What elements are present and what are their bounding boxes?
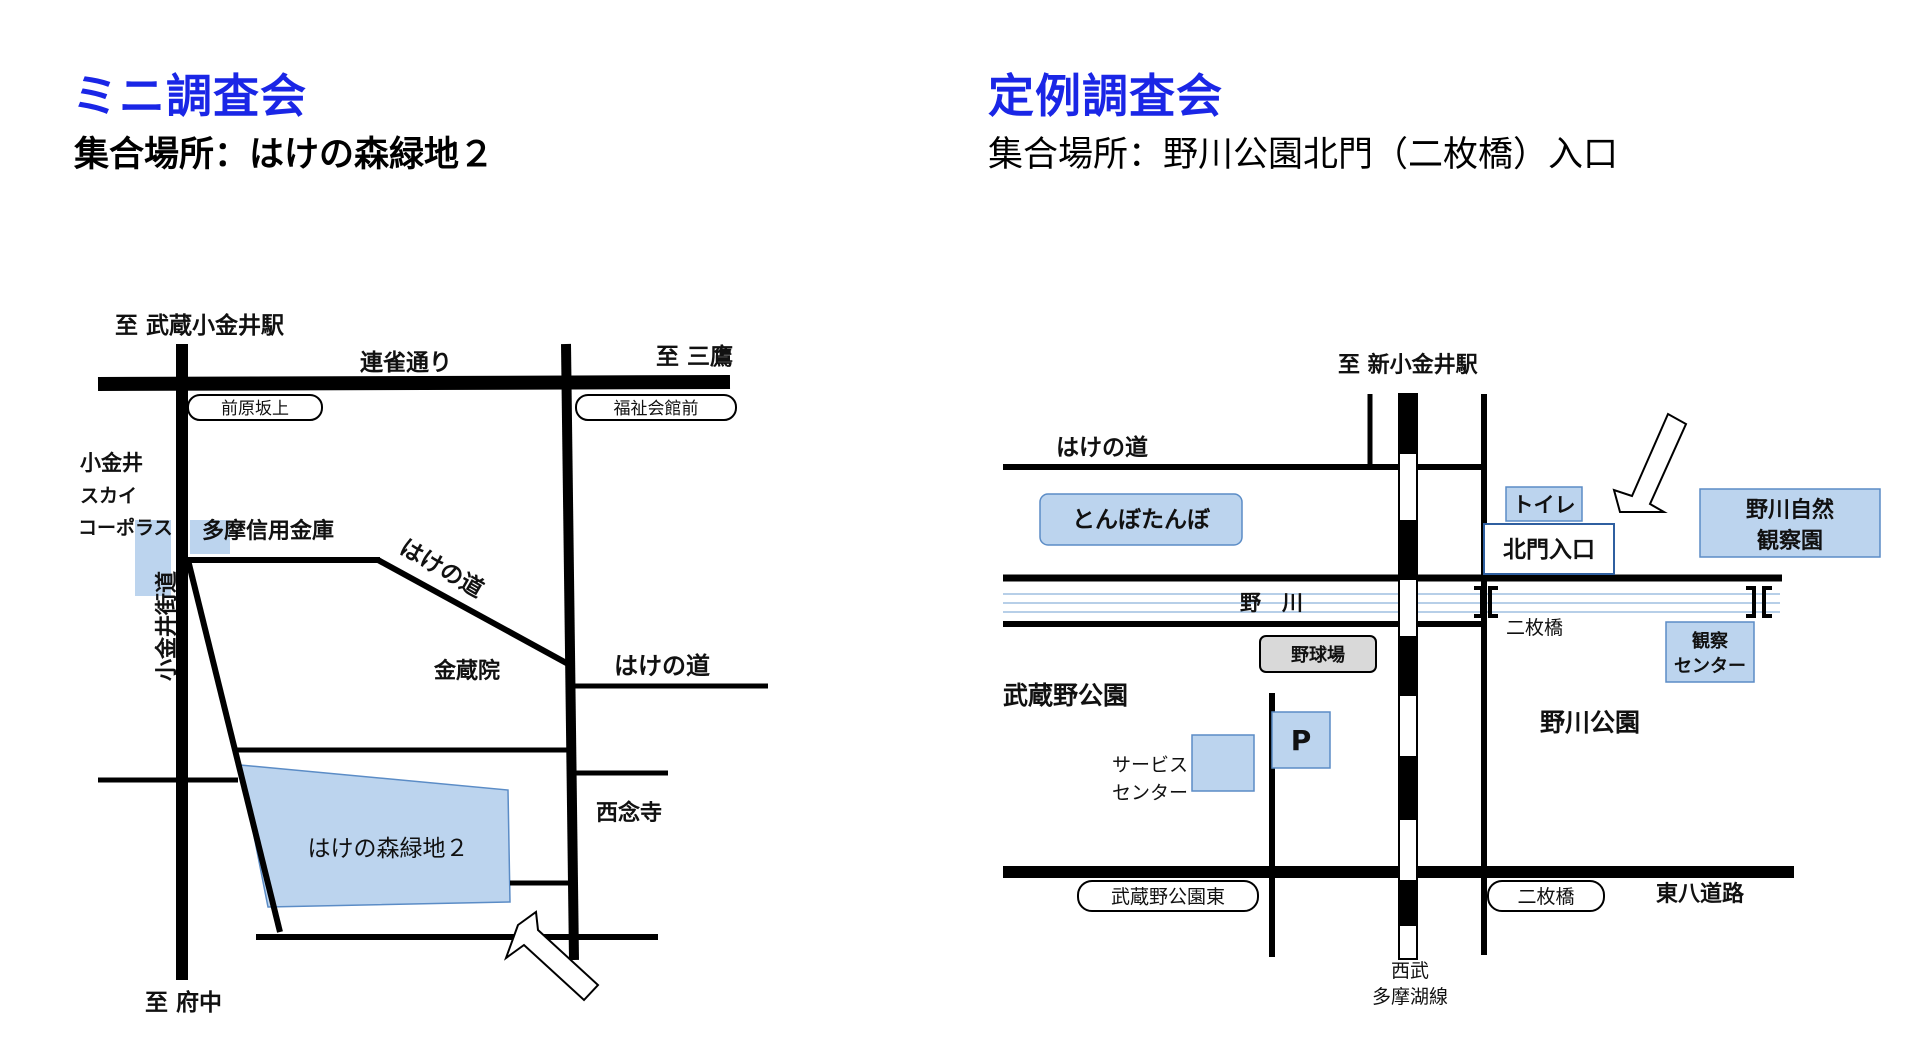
kansatsu-center-box[interactable] (1665, 621, 1755, 683)
hake-right-label: はけの道 (614, 652, 710, 680)
hake-diagonal-road (376, 557, 572, 668)
left-subtitle: 集合場所：はけの森緑地２ (74, 135, 495, 175)
koganei-sky-label-1: 小金井 (80, 451, 143, 475)
parking-label: P (1291, 724, 1312, 757)
parking-box[interactable] (1271, 711, 1331, 769)
nimaibashi-stop-label: 二枚橋 (1517, 886, 1574, 908)
shizen-label-2: 観察園 (1757, 528, 1823, 554)
renjaku-road (97, 375, 731, 391)
kitamon-box[interactable] (1483, 523, 1615, 575)
musashino-east-stop-label: 武蔵野公園東 (1111, 886, 1225, 908)
hake-green-label: はけの森緑地２ (308, 836, 469, 862)
musashino-park-label: 武蔵野公園 (1003, 681, 1128, 710)
bridge-bracket-3 (1746, 586, 1756, 618)
shizen-kansatsuen-box[interactable] (1699, 488, 1881, 558)
bridge-bracket-2 (1488, 586, 1498, 618)
renjaku-dori-label: 連雀通り (360, 350, 452, 376)
maehara-stop-label: 前原坂上 (221, 399, 289, 419)
rail-seg-3 (1399, 636, 1417, 696)
service-label-1: サービス (1112, 754, 1188, 776)
hake-green-area[interactable] (239, 764, 511, 908)
kitamon-arrow-icon (1612, 412, 1688, 513)
rail-seg-4 (1399, 756, 1417, 820)
tombo-tanbo-label: とんぼたんぼ (1072, 507, 1211, 533)
tama-shinkin-label: 多摩信用金庫 (202, 518, 334, 544)
kitamon-label: 北門入口 (1503, 537, 1595, 563)
koganei-sky-label-2: スカイ (80, 485, 137, 507)
fukushi-stop-label: 福祉会館前 (614, 399, 699, 419)
toilet-label: トイレ (1513, 493, 1576, 517)
bridge-bracket-4 (1762, 586, 1772, 618)
nogawa-river-label: 野 川 (1240, 591, 1303, 615)
to-fuchu-label: 至 府中 (145, 989, 222, 1016)
to-musashi-koganei-label: 至 武蔵小金井駅 (115, 312, 284, 339)
koganei-kaido-label: 小金井街道 (154, 571, 180, 681)
service-center-box[interactable] (1191, 734, 1255, 792)
higashi8-road-label: 東八道路 (1656, 881, 1745, 907)
tama-shinkin-building (190, 520, 230, 554)
right-subtitle: 集合場所：野川公園北門（二枚橋）入口 (988, 135, 1619, 175)
shizen-label-1: 野川自然 (1746, 497, 1834, 523)
to-mitaka-label: 至 三鷹 (656, 343, 733, 370)
nimaibashi-stop-badge (1487, 880, 1605, 912)
right-title: 定例調査会 (988, 69, 1223, 123)
diagonal-side-road (185, 559, 283, 933)
toilet-box (1505, 486, 1583, 522)
koganei-sky-label-3: コーポラス (78, 516, 173, 539)
koganei-sky-building (135, 520, 171, 596)
kansatsu-label-2: センター (1674, 656, 1746, 677)
yakyujo-label: 野球場 (1291, 645, 1345, 666)
hake-road-label: はけの道 (1056, 434, 1148, 461)
yakyujo-box[interactable] (1259, 635, 1377, 673)
to-shinkoganei-label: 至 新小金井駅 (1338, 352, 1478, 378)
seibu-line-label-1: 西武 (1391, 960, 1429, 982)
bridge-bracket-1 (1474, 586, 1484, 618)
rail-seg-5 (1399, 880, 1417, 926)
musashino-east-stop-badge (1077, 880, 1259, 912)
maehara-stop-badge (187, 394, 323, 421)
saienji-label: 西念寺 (596, 800, 662, 826)
rail-seg-2 (1399, 520, 1417, 580)
right-map: 至 新小金井駅 はけの道 とんぼたんぼ トイレ 北門入口 野川自然 観察園 野 … (1003, 352, 1881, 1008)
nogawa-park-label: 野川公園 (1540, 708, 1640, 737)
nimaibashi-label: 二枚橋 (1506, 617, 1563, 639)
service-label-2: センター (1112, 782, 1188, 804)
meeting-arrow-icon (503, 910, 600, 1002)
rail-seg-1 (1399, 394, 1417, 454)
kansatsu-label-1: 観察 (1692, 630, 1729, 652)
konzoin-label: 金蔵院 (433, 658, 500, 684)
seibu-line-label-2: 多摩湖線 (1372, 986, 1448, 1008)
left-map: 至 武蔵小金井駅 連雀通り 至 三鷹 前原坂上 福祉会館前 小金井 スカイ コー… (78, 312, 768, 1016)
left-title: ミニ調査会 (72, 69, 307, 123)
right-vertical-road (561, 343, 579, 961)
fukushi-stop-badge (575, 394, 737, 421)
tombo-tanbo-area[interactable] (1039, 493, 1243, 546)
